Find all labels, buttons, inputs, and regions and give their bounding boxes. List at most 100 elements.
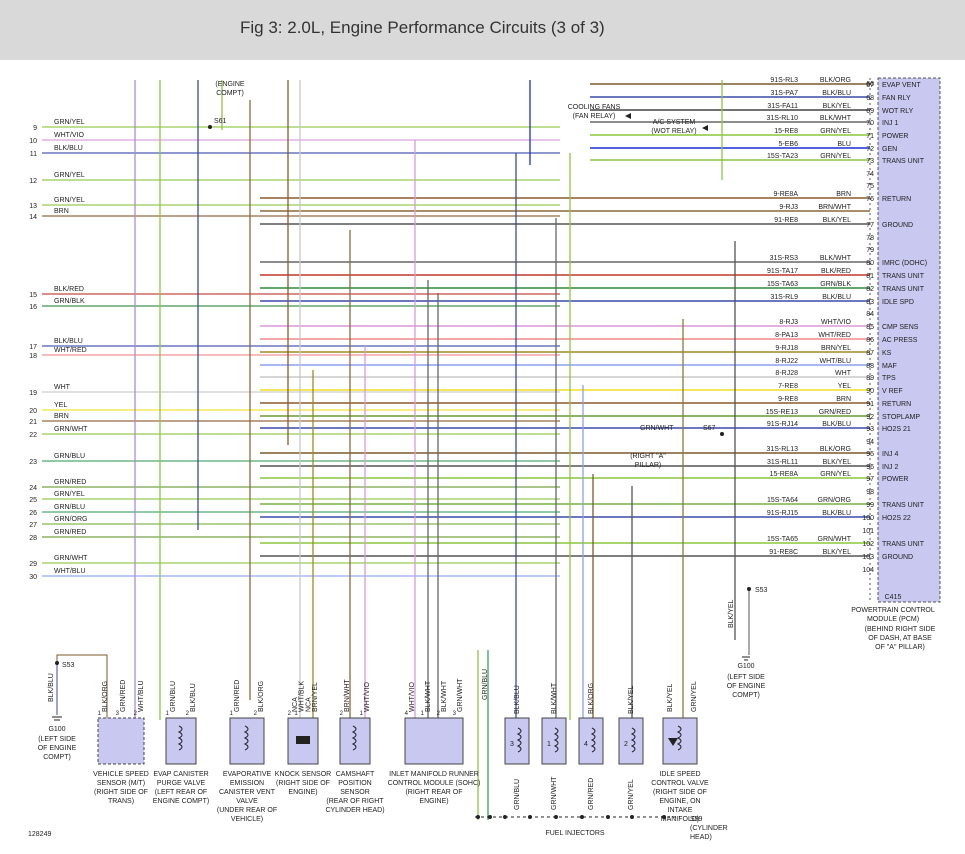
pcm-wire-color: BLK/ORG xyxy=(820,77,851,84)
injector-number: 1 xyxy=(547,741,551,748)
pcm-wire-color: BLK/WHT xyxy=(820,255,852,262)
left-wire-color: GRN/BLK xyxy=(54,298,85,305)
pcm-pin-number: 82 xyxy=(866,286,874,293)
splice-dot xyxy=(554,815,558,819)
component-pin-number: 2 xyxy=(340,711,344,717)
pcm-pin-number: 89 xyxy=(866,375,874,382)
pcm-wire-color: GRN/BLK xyxy=(820,281,851,288)
pcm-pin-function: TRANS UNIT xyxy=(882,273,925,280)
pcm-pin-number: 78 xyxy=(866,235,874,242)
injector-top-wire: BLK/BLU xyxy=(514,685,521,714)
pcm-pin-number: 101 xyxy=(862,528,874,535)
pcm-pin-function: CMP SENS xyxy=(882,324,919,331)
pcm-pin-number: 68 xyxy=(866,95,874,102)
left-wire-number: 22 xyxy=(29,432,37,439)
left-wire-number: 13 xyxy=(29,203,37,210)
left-wire-number: 21 xyxy=(29,419,37,426)
cooling-fans-label: COOLING FANS xyxy=(568,104,621,111)
fuel-injector xyxy=(578,717,604,765)
pcm-wire-color: BRN xyxy=(836,191,851,198)
right-a-pillar-label: PILLAR) xyxy=(635,462,661,469)
component-pin-color: BLK/ORG xyxy=(258,681,265,712)
left-wire-color: GRN/YEL xyxy=(54,119,85,126)
component-pin-number: 1 xyxy=(230,711,234,717)
component-pin-color: GRN/RED xyxy=(234,680,241,712)
injector-number: 4 xyxy=(584,741,588,748)
pcm-circuit-id: 9-RE8A xyxy=(773,191,798,198)
left-wire-color: BRN xyxy=(54,208,69,215)
splice-s99-location: HEAD) xyxy=(690,834,712,841)
splice-s53-right-dot xyxy=(747,587,751,591)
pcm-circuit-id: 8-PA13 xyxy=(775,332,798,339)
pcm-circuit-id: 31S-PA7 xyxy=(771,90,799,97)
pcm-wire-color: WHT/VIO xyxy=(821,319,851,326)
component-location: (RIGHT REAR OF xyxy=(405,789,462,796)
pcm-wire-color: WHT/RED xyxy=(818,332,851,339)
component-pin-number: 1 xyxy=(360,711,364,717)
pcm-pin-number: 66 xyxy=(866,81,874,88)
component-location: ENGINE, ON xyxy=(659,798,700,805)
left-wire-color: WHT/VIO xyxy=(54,132,84,139)
pcm-circuit-id: 15S-TA64 xyxy=(767,497,798,504)
pcm-pin-number: 96 xyxy=(866,464,874,471)
pcm-circuit-id: 8-RJ28 xyxy=(775,370,798,377)
component-pin-number: 2 xyxy=(437,711,441,717)
component-name: POSITION xyxy=(338,780,371,787)
component-pin-color: BLK/ORG xyxy=(102,681,109,712)
cooling-fans-label: (FAN RELAY) xyxy=(573,113,616,120)
pcm-circuit-id: 91S-TA17 xyxy=(767,268,798,275)
coil-icon xyxy=(351,725,357,751)
pcm-pin-number: 81 xyxy=(866,273,874,280)
component-name: CANISTER VENT xyxy=(219,789,276,796)
pcm-pin-number: 98 xyxy=(866,489,874,496)
pcm-pin-number: 85 xyxy=(866,324,874,331)
component-pin-color: BLK/YEL xyxy=(667,683,674,712)
component-name: SENSOR xyxy=(340,789,370,796)
component-vss xyxy=(97,717,145,765)
pcm-pin-number: 79 xyxy=(866,247,874,254)
pcm-pin-number: 91 xyxy=(866,401,874,408)
injector-bottom-wire: GRN/WHT xyxy=(551,776,558,810)
left-wire-number: 15 xyxy=(29,292,37,299)
component-pin-color: WHT/BLU xyxy=(138,681,145,713)
component-location: CYLINDER HEAD) xyxy=(325,807,384,814)
component-pin-color: GRN/RED xyxy=(120,680,127,712)
left-wire-color: BLK/RED xyxy=(54,286,84,293)
pcm-wire-color: BLU xyxy=(837,141,851,148)
coil-icon xyxy=(553,727,559,753)
pcm-wire-color: BLK/RED xyxy=(821,268,851,275)
component-name: CONTROL MODULE (SOHC) xyxy=(388,780,481,787)
pcm-pin-function: V REF xyxy=(882,388,903,395)
pcm-pin-function: INJ 4 xyxy=(882,451,898,458)
component-location: INTAKE xyxy=(668,807,693,814)
pcm-circuit-id: 91S-RJ14 xyxy=(767,421,798,428)
coil-icon xyxy=(177,725,183,751)
component-name: CAMSHAFT xyxy=(336,771,375,778)
pcm-wire-color: BLK/YEL xyxy=(823,549,852,556)
component-pin-color: WHT/BLK xyxy=(299,681,306,712)
pcm-pin-number: 83 xyxy=(866,299,874,306)
left-wire-color: BLK/BLU xyxy=(54,338,83,345)
left-wire-number: 28 xyxy=(29,535,37,542)
left-wire-number: 11 xyxy=(30,151,37,158)
component-name: SENSOR (M/T) xyxy=(97,780,145,787)
component-pin-number: 2 xyxy=(254,711,258,717)
pcm-pin-number: 100 xyxy=(862,515,874,522)
pcm-circuit-id: 9-RJ18 xyxy=(775,345,798,352)
page-title: Fig 3: 2.0L, Engine Performance Circuits… xyxy=(240,18,605,37)
cooling-fans-arrow xyxy=(625,113,631,119)
pcm-wire-color: GRN/RED xyxy=(819,409,851,416)
component-location: ENGINE) xyxy=(419,798,448,805)
pcm-connector-id: C415 xyxy=(885,594,902,601)
component-pin-color: NCA xyxy=(292,697,299,712)
component-name: CONTROL VALVE xyxy=(651,780,709,787)
left-wire-color: GRN/WHT xyxy=(54,426,88,433)
pcm-pin-function: GROUND xyxy=(882,554,913,561)
pcm-wire-color: GRN/WHT xyxy=(818,536,852,543)
pcm-pin-function: WOT RLY xyxy=(882,108,914,115)
left-wire-color: GRN/BLU xyxy=(54,453,85,460)
pcm-pin-number: 92 xyxy=(866,414,874,421)
pcm-circuit-id: 15S-RE13 xyxy=(766,409,798,416)
component-evap-vent xyxy=(229,717,265,765)
